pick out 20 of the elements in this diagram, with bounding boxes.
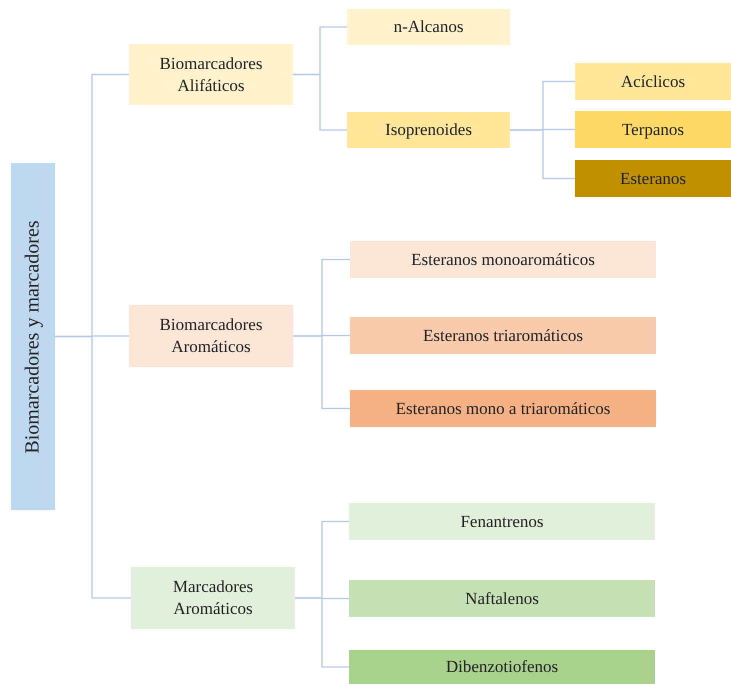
connector-line [510, 129, 575, 180]
connector-line [293, 74, 347, 131]
category-box: Fenantrenos [349, 503, 655, 540]
category-box: Esteranos triaromáticos [350, 317, 656, 354]
category-box: Biomarcadores Alifáticos [129, 44, 293, 105]
category-box: Naftalenos [349, 580, 655, 617]
category-box: Biomarcadores Aromáticos [129, 305, 293, 367]
category-box: Esteranos monoaromáticos [350, 241, 656, 278]
category-box: Acíclicos [575, 63, 731, 100]
category-box: Dibenzotiofenos [349, 650, 655, 684]
category-box: n-Alcanos [347, 9, 510, 45]
root-box: Biomarcadores y marcadores [11, 163, 55, 510]
category-box: Marcadores Aromáticos [131, 567, 295, 629]
category-box: Isoprenoides [347, 112, 510, 148]
connector-line [295, 597, 349, 668]
connector-line [55, 336, 131, 599]
connector-line [293, 335, 350, 410]
category-box: Esteranos [575, 160, 731, 197]
category-box: Esteranos mono a triaromáticos [350, 390, 656, 427]
category-box: Terpanos [575, 111, 731, 148]
